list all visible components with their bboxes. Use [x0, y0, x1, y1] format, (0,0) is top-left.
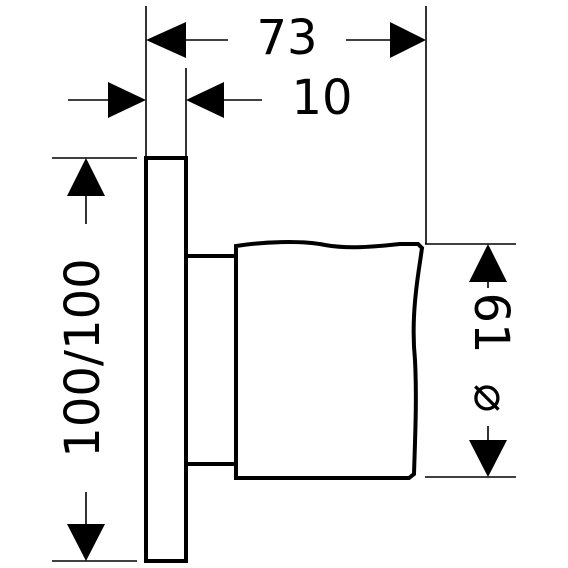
arrowhead-overall-depth-right — [390, 22, 426, 58]
dimension-plate-thickness: 10 — [68, 70, 353, 126]
label-overall-depth: 73 — [256, 10, 317, 66]
arrowhead-plate-size-top — [67, 158, 105, 196]
diameter-symbol: ⌀ — [463, 384, 519, 413]
label-knob-diameter: 61 — [463, 292, 519, 353]
wall-plate — [144, 156, 188, 563]
dimension-plate-size: 100/100 — [55, 158, 116, 561]
arrowhead-knob-diameter-top — [469, 244, 507, 282]
label-plate-size-background — [56, 224, 116, 492]
arrowhead-knob-diameter-bottom — [469, 440, 507, 477]
knob — [234, 240, 425, 480]
label-plate-size: 100/100 — [55, 258, 111, 457]
arrowhead-plate-thickness-right — [186, 82, 224, 118]
dimension-knob-diameter: 61 ⌀ — [463, 244, 519, 477]
label-knob-diameter-background — [464, 288, 512, 426]
label-plate-thickness: 10 — [291, 70, 352, 126]
arrowhead-plate-size-bottom — [67, 524, 105, 561]
stem — [184, 254, 238, 466]
arrowhead-plate-thickness-left — [108, 82, 146, 118]
dimension-overall-depth: 73 — [146, 10, 426, 66]
arrowhead-overall-depth-left — [146, 22, 186, 58]
